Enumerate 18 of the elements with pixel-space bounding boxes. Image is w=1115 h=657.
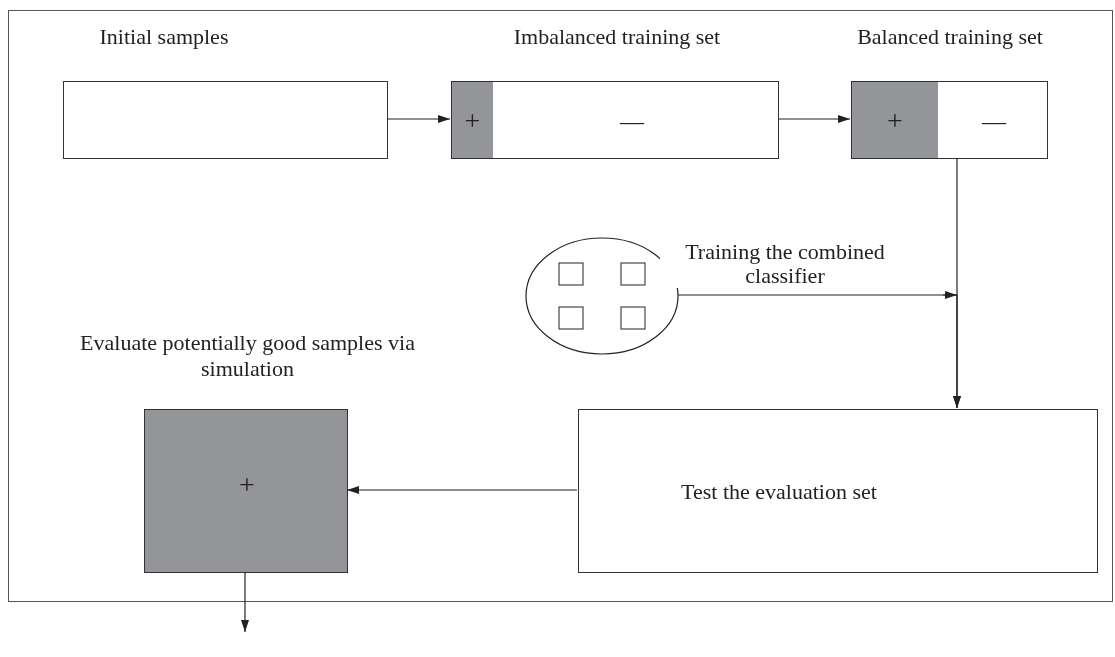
arrow [386,115,451,123]
arrow [777,115,851,123]
frame-panel [8,10,1113,602]
minus-sign: — [618,108,646,134]
plus-sign: + [463,108,482,134]
arrow [346,486,578,494]
minus-sign: — [980,108,1008,134]
heading: Initial samples [98,24,230,50]
heading: Balanced training set [856,24,1044,50]
classifier-circle [525,237,679,355]
box-label: Test the evaluation set [680,479,878,505]
plus-sign: + [238,472,256,498]
heading: Imbalanced training set [512,24,722,50]
process-box [578,409,1098,573]
arrow [677,291,961,409]
heading: Evaluate potentially good samples via simulation [79,330,416,382]
plus-sign: + [886,108,904,134]
arrow [241,571,249,633]
